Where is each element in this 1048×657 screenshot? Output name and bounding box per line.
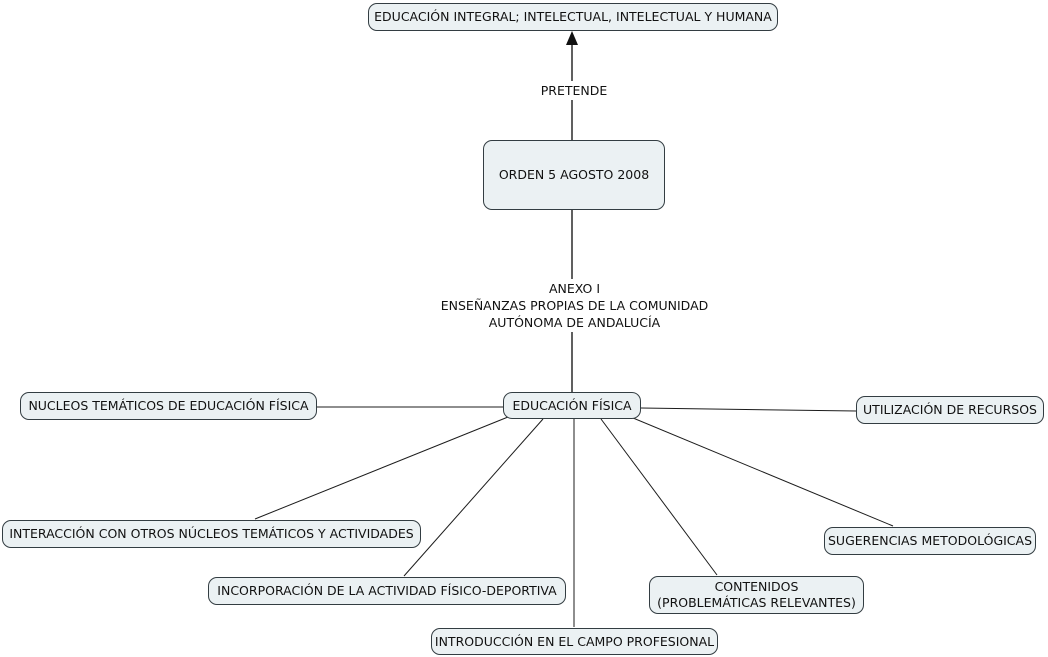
connector-ef-to-sugerencias xyxy=(632,417,894,527)
node-educacion-fisica: EDUCACIÓN FÍSICA xyxy=(503,392,641,419)
link-label-anexo-line3: AUTÓNOMA DE ANDALUCÍA xyxy=(488,315,661,330)
node-sugerencias-label: SUGERENCIAS METODOLÓGICAS xyxy=(827,533,1033,548)
node-interaccion-label: INTERACCIÓN CON OTROS NÚCLEOS TEMÁTICOS … xyxy=(9,526,414,541)
node-utilizacion-recursos: UTILIZACIÓN DE RECURSOS xyxy=(856,396,1044,424)
node-introduccion-label: INTRODUCCIÓN EN EL CAMPO PROFESIONAL xyxy=(434,633,715,649)
node-incorporacion-actividad: INCORPORACIÓN DE LA ACTIVIDAD FÍSICO-DEP… xyxy=(208,577,566,605)
node-sugerencias-metodologicas: SUGERENCIAS METODOLÓGICAS xyxy=(824,527,1036,555)
link-label-pretende: PRETENDE xyxy=(526,81,622,100)
connector-ef-to-incorporacion xyxy=(403,418,544,577)
node-contenidos-label-line2: (PROBLEMÁTICAS RELEVANTES) xyxy=(657,595,856,610)
node-nucleos-tematicos: NUCLEOS TEMÁTICOS DE EDUCACIÓN FÍSICA xyxy=(20,392,317,420)
node-educacion-integral: EDUCACIÓN INTEGRAL; INTELECTUAL, INTELEC… xyxy=(368,3,778,31)
node-educacion-fisica-label: EDUCACIÓN FÍSICA xyxy=(512,397,632,413)
arrowhead-up-icon xyxy=(566,31,578,45)
node-educacion-integral-label: EDUCACIÓN INTEGRAL; INTELECTUAL, INTELEC… xyxy=(374,9,772,24)
connector-ef-to-interaccion xyxy=(254,416,509,520)
node-contenidos-label-line1: CONTENIDOS xyxy=(714,579,799,594)
node-orden-5-agosto-2008: ORDEN 5 AGOSTO 2008 xyxy=(483,140,665,210)
node-orden-label: ORDEN 5 AGOSTO 2008 xyxy=(498,167,650,182)
connector-ef-to-contenidos xyxy=(600,418,718,576)
node-contenidos: CONTENIDOS (PROBLEMÁTICAS RELEVANTES) xyxy=(649,576,864,614)
connector-ef-to-utilizacion xyxy=(640,407,857,412)
node-incorporacion-label: INCORPORACIÓN DE LA ACTIVIDAD FÍSICO-DEP… xyxy=(217,583,557,598)
node-interaccion-nucleos: INTERACCIÓN CON OTROS NÚCLEOS TEMÁTICOS … xyxy=(2,520,421,548)
link-label-anexo-line1: ANEXO I xyxy=(548,281,601,296)
node-introduccion-campo-profesional: INTRODUCCIÓN EN EL CAMPO PROFESIONAL xyxy=(431,628,718,655)
link-label-anexo: ANEXO I ENSEÑANZAS PROPIAS DE LA COMUNID… xyxy=(425,279,724,332)
node-nucleos-tematicos-label: NUCLEOS TEMÁTICOS DE EDUCACIÓN FÍSICA xyxy=(28,398,309,413)
link-label-anexo-line2: ENSEÑANZAS PROPIAS DE LA COMUNIDAD xyxy=(440,298,709,313)
node-contenidos-label: CONTENIDOS (PROBLEMÁTICAS RELEVANTES) xyxy=(657,579,856,611)
link-label-pretende-text: PRETENDE xyxy=(540,83,608,98)
node-utilizacion-recursos-label: UTILIZACIÓN DE RECURSOS xyxy=(863,402,1037,417)
